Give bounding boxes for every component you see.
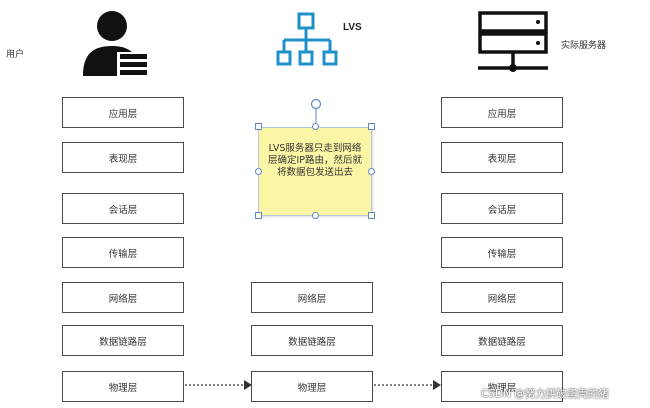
lvs-note[interactable]: LVS服务器只走到网络层确定IP路由，然后就将数据包发送出去 bbox=[258, 127, 372, 216]
server-layer-application: 应用层 bbox=[441, 97, 563, 128]
resize-handle-bottom-right[interactable] bbox=[368, 212, 375, 219]
user-layer-application: 应用层 bbox=[62, 97, 184, 128]
server-layer-physical: 物理层 bbox=[441, 371, 563, 402]
server-label: 实际服务器 bbox=[561, 41, 607, 51]
server-icon bbox=[478, 11, 548, 72]
server-layer-presentation: 表现层 bbox=[441, 142, 563, 173]
lvs-layer-physical: 物理层 bbox=[251, 371, 373, 402]
resize-handle-top-left[interactable] bbox=[255, 123, 262, 130]
resize-handle-bottom-left[interactable] bbox=[255, 212, 262, 219]
lvs-layer-network: 网络层 bbox=[251, 282, 373, 313]
server-layer-transport: 传输层 bbox=[441, 237, 563, 268]
user-layer-physical: 物理层 bbox=[62, 371, 184, 402]
user-layer-datalink: 数据链路层 bbox=[62, 325, 184, 356]
server-layer-network: 网络层 bbox=[441, 282, 563, 313]
user-layer-network: 网络层 bbox=[62, 282, 184, 313]
resize-handle-top[interactable] bbox=[312, 123, 319, 130]
user-layer-session: 会话层 bbox=[62, 193, 184, 224]
resize-handle-left[interactable] bbox=[255, 168, 262, 175]
resize-handle-bottom[interactable] bbox=[312, 212, 319, 219]
server-layer-datalink: 数据链路层 bbox=[441, 325, 563, 356]
watermark: CSDN @努力拱破蛋壳的猪 bbox=[481, 388, 609, 400]
arrow-lvs-to-server bbox=[374, 380, 441, 390]
user-layer-presentation: 表现层 bbox=[62, 142, 184, 173]
user-icon bbox=[83, 11, 147, 76]
user-label: 用户 bbox=[6, 50, 25, 60]
network-icon bbox=[276, 12, 338, 66]
lvs-layer-datalink: 数据链路层 bbox=[251, 325, 373, 356]
server-layer-session: 会话层 bbox=[441, 193, 563, 224]
arrow-user-to-lvs bbox=[185, 380, 252, 390]
user-layer-transport: 传输层 bbox=[62, 237, 184, 268]
resize-handle-right[interactable] bbox=[368, 168, 375, 175]
resize-handle-top-right[interactable] bbox=[368, 123, 375, 130]
lvs-label: LVS bbox=[343, 22, 362, 33]
